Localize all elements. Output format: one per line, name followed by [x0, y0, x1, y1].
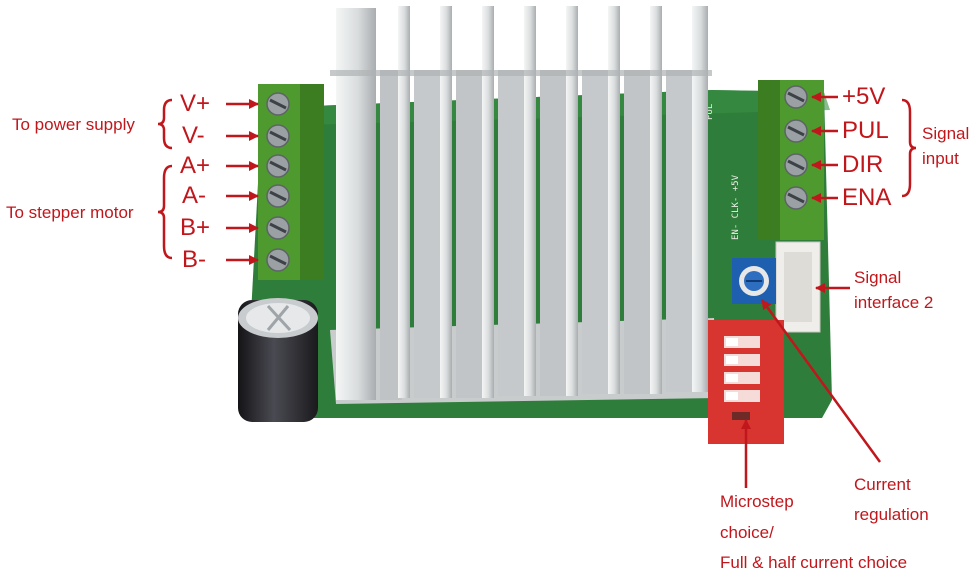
- signal-input-line-1: Signal: [922, 124, 970, 143]
- pin-label-aminus: A-: [182, 182, 206, 209]
- pin-label-bplus: B+: [180, 214, 211, 241]
- signal-input-bracket: [901, 98, 917, 198]
- current-regulation-label: Current regulation: [854, 470, 929, 530]
- pin-label-aplus: A+: [180, 152, 211, 179]
- signal-input-label: Signal input: [922, 122, 969, 171]
- microstep-line-1: Microstep: [720, 492, 794, 511]
- capacitor: [238, 298, 318, 422]
- potentiometer: [732, 258, 776, 304]
- stepper-motor-label: To stepper motor: [6, 203, 134, 222]
- right-terminal-block: [758, 80, 824, 240]
- arrow-current: [760, 299, 882, 463]
- pin-label-pul: PUL: [842, 117, 889, 144]
- motor-bracket: [157, 164, 173, 260]
- microstep-label: Microstep choice/ Full & half current ch…: [720, 487, 907, 579]
- power-bracket: [157, 98, 173, 150]
- signal-interface-line-1: Signal: [854, 268, 902, 287]
- signal-connector: [775, 241, 821, 333]
- left-terminal-block: [258, 84, 324, 280]
- microstep-line-2: choice/: [720, 522, 774, 542]
- signal-interface-label: Signal interface 2: [854, 266, 933, 315]
- svg-text:EN- CLK- +5V: EN- CLK- +5V: [731, 174, 741, 240]
- heatsink-fins: [330, 6, 712, 400]
- pin-label-dir: DIR: [842, 151, 884, 178]
- pin-label-vplus: V+: [180, 90, 211, 117]
- power-supply-label: To power supply: [12, 115, 135, 134]
- pin-label-5v: +5V: [842, 83, 886, 110]
- pin-label-vminus: V-: [182, 122, 205, 149]
- svg-text:PUL: PUL: [705, 104, 715, 120]
- pin-label-ena: ENA: [842, 184, 892, 211]
- signal-interface-line-2: interface 2: [854, 292, 934, 312]
- pin-label-bminus: B-: [182, 246, 206, 273]
- current-line-2: regulation: [854, 504, 929, 524]
- microstep-line-3: Full & half current choice: [720, 553, 908, 573]
- signal-input-line-2: input: [922, 148, 959, 168]
- current-line-1: Current: [854, 475, 911, 494]
